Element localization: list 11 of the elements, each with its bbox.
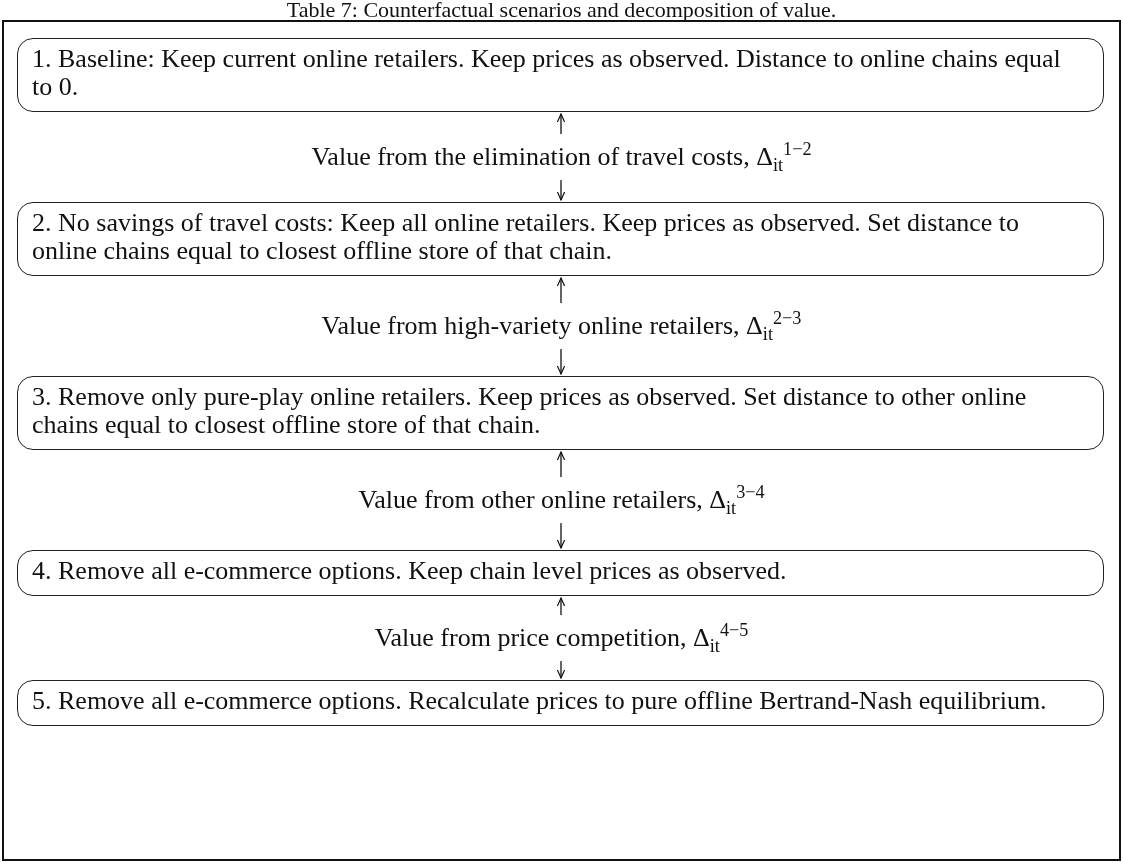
scenario-text: 2. No savings of travel costs: Keep all online retailers. Keep prices as observed. Set distance to online chains equal to closest offline store of that chain. [32,209,1020,265]
scenario-text: 4. Remove all e-commerce options. Keep chain level prices as observed. [32,557,788,585]
scenario-text: 1. Baseline: Keep current online retailers. Keep prices as observed. Distance to online chains equal to 0. [32,45,1062,101]
scenario-box [17,550,1104,596]
scenario-box [17,376,1104,450]
scenario-box [17,38,1104,112]
scenario-text: 5. Remove all e-commerce options. Recalculate prices to pure offline Bertrand-Nash equilibrium. [32,687,1048,715]
scenario-text: 3. Remove only pure-play online retailers. Keep prices as observed. Set distance to other online chains equal to closest offline store of that chain. [32,383,1028,439]
table-title: Table 7: Counterfactual scenarios and decomposition of value. [285,0,838,20]
scenario-box [17,680,1104,726]
scenario-box [17,202,1104,276]
